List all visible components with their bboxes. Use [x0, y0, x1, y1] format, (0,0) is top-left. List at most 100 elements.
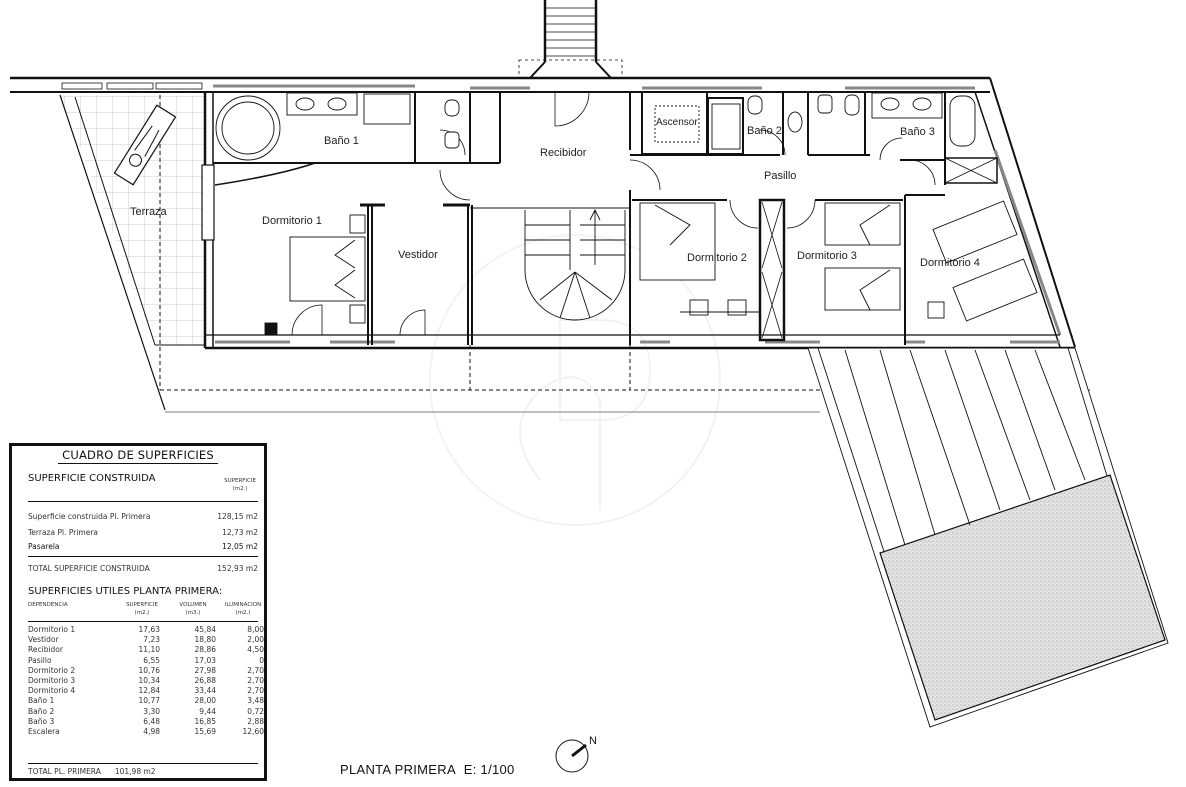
cell-iluminacion: 0,72 — [247, 706, 264, 716]
bathtub-icon — [949, 95, 976, 147]
cell-dependencia: Escalera — [28, 726, 60, 736]
terrace-area — [59, 94, 205, 411]
single-bed-icon — [639, 202, 716, 281]
cell-dependencia: Vestidor — [28, 635, 59, 645]
interior-walls — [213, 91, 998, 345]
room-label-dormitorio2: Dormitorio 2 — [687, 252, 747, 264]
room-label-vestidor: Vestidor — [398, 249, 438, 261]
toilet-icon — [844, 94, 860, 116]
cell-superficie: 6,48 — [143, 716, 160, 726]
room-label-recibidor: Recibidor — [540, 147, 587, 159]
room-label-pasillo: Pasillo — [764, 170, 797, 182]
cell-iluminacion: 12,60 — [242, 726, 264, 736]
cell-iluminacion: 3,48 — [247, 696, 264, 706]
sun-lounger-icon — [113, 104, 177, 186]
surfaces-table: CUADRO DE SUPERFICIES SUPERFICIE CONSTRU… — [9, 443, 267, 781]
chimney-duct — [264, 322, 278, 336]
cell-iluminacion: 4,50 — [247, 645, 264, 655]
room-label-dormitorio3: Dormitorio 3 — [797, 250, 857, 262]
cell-volumen: 45,84 — [194, 625, 216, 634]
cell-superficie: 17,63 — [138, 625, 160, 634]
chair-icon — [927, 301, 945, 319]
built-surface-heading: SUPERFICIE CONSTRUIDA — [28, 473, 156, 484]
walkway-pasarela — [807, 347, 1169, 728]
toilet-icon — [444, 99, 460, 117]
cell-volumen: 27,98 — [194, 665, 216, 675]
staircase-icon — [524, 210, 626, 321]
sink-icon — [295, 97, 315, 111]
exterior-walls — [10, 76, 1076, 350]
cell-superficie: 6,55 — [143, 655, 160, 665]
useful-surface-heading: SUPERFICIES UTILES PLANTA PRIMERA: — [28, 586, 223, 597]
room-label-dormitorio1: Dormitorio 1 — [262, 215, 322, 227]
table-row: Escalera 4,98 15,69 12,60 — [28, 726, 264, 737]
cell-superficie: 10,77 — [138, 696, 160, 706]
single-bed-icon — [824, 202, 901, 246]
cell-superficie: 7,23 — [143, 635, 160, 645]
cell-iluminacion: 2,70 — [247, 675, 264, 685]
cell-dependencia: Baño 2 — [28, 706, 55, 716]
cell-dependencia: Dormitorio 1 — [28, 625, 76, 634]
built-surface-column-header: SUPERFICIE (m2.) — [224, 478, 256, 492]
cell-dependencia: Baño 3 — [28, 716, 55, 726]
cell-superficie: 10,76 — [138, 665, 160, 675]
cell-dependencia: Baño 1 — [28, 696, 55, 706]
cell-volumen: 9,44 — [199, 706, 216, 716]
cell-volumen: 18,80 — [194, 635, 216, 645]
cell-dependencia: Dormitorio 3 — [28, 675, 76, 685]
cell-iluminacion: 2,00 — [247, 635, 264, 645]
table-row: Superficie construida Pl. Primera 128,15… — [28, 512, 258, 521]
table-title: CUADRO DE SUPERFICIES — [12, 448, 264, 464]
cell-volumen: 26,88 — [194, 675, 216, 685]
chair-icon — [727, 299, 747, 316]
divider — [28, 763, 258, 764]
room-label-dormitorio4: Dormitorio 4 — [920, 257, 980, 269]
divider — [28, 621, 258, 622]
table-row: Pasarela 12,05 m2 — [28, 542, 258, 551]
cell-superficie: 12,84 — [138, 686, 160, 696]
shower-icon — [711, 103, 741, 150]
room-label-ascensor: Ascensor — [656, 117, 698, 128]
table-row: Terraza Pl. Primera 12,73 m2 — [28, 528, 258, 537]
cell-volumen: 28,86 — [194, 645, 216, 655]
bidet-icon — [817, 94, 833, 114]
cell-superficie: 3,30 — [143, 706, 160, 716]
room-label-terraza: Terraza — [130, 206, 167, 218]
table-row: Recibidor 11,10 28,86 4,50 — [28, 645, 264, 655]
cell-iluminacion: 2,70 — [247, 665, 264, 675]
cell-iluminacion: 0 — [259, 655, 264, 665]
room-label-bano3: Baño 3 — [900, 126, 935, 138]
cell-superficie: 4,98 — [143, 726, 160, 736]
table-row: Baño 1 10,77 28,00 3,48 — [28, 696, 264, 706]
toilet-icon — [747, 95, 763, 115]
useful-column-headers: DEPENDENCIA SUPERFICIE(m2.) VOLUMEN(m3.)… — [28, 602, 262, 616]
chair-icon — [689, 299, 709, 316]
cell-dependencia: Pasillo — [28, 655, 52, 665]
cell-dependencia: Recibidor — [28, 645, 63, 655]
single-bed-icon — [824, 267, 901, 311]
shower-icon — [363, 93, 411, 125]
cell-volumen: 28,00 — [194, 696, 216, 706]
cell-volumen: 15,69 — [194, 726, 216, 736]
useful-surface-grid: DEPENDENCIA SUPERFICIE(m2.) VOLUMEN(m3.)… — [28, 601, 264, 737]
cell-dependencia: Dormitorio 2 — [28, 665, 76, 675]
cell-iluminacion: 2,88 — [247, 716, 264, 726]
entry-walkway — [518, 0, 623, 79]
single-bed-icon — [952, 258, 1038, 322]
fixtures — [215, 92, 1038, 336]
table-row: Vestidor 7,23 18,80 2,00 — [28, 635, 264, 645]
cell-superficie: 11,10 — [138, 645, 160, 655]
divider — [28, 556, 258, 557]
north-arrow-icon — [555, 739, 589, 773]
sink-icon — [327, 97, 347, 111]
double-bed-icon — [289, 236, 366, 302]
cell-superficie: 10,34 — [138, 675, 160, 685]
door-swings — [214, 91, 936, 336]
